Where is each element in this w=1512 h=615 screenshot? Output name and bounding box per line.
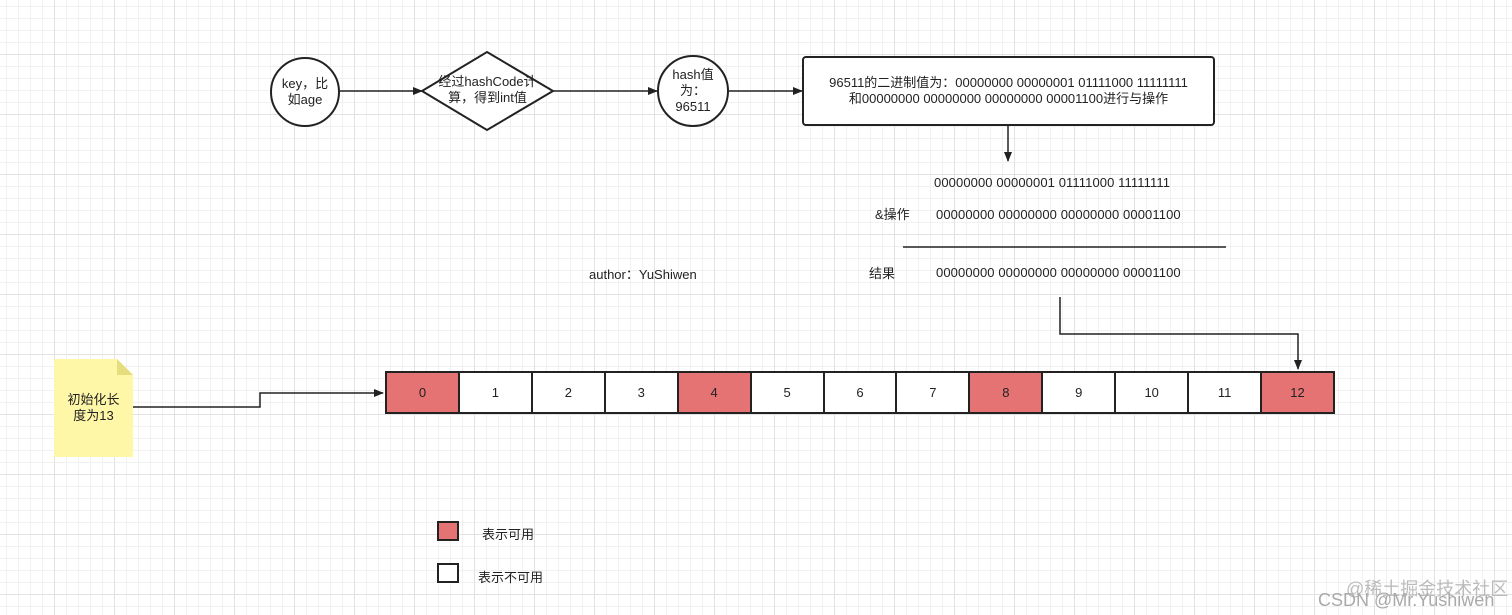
array-cell: 3 [605,373,677,412]
array-cell: 2 [532,373,604,412]
arrow-note-to-array [133,389,384,408]
watermark-line2: CSDN @Mr.Yushiwen [1318,590,1495,610]
binary-value-box: 96511的二进制值为：00000000 00000001 01111000 1… [802,56,1215,126]
key-node-line1: key，比 [281,76,329,91]
array-cell: 0 [387,373,458,412]
array-cell: 5 [751,373,823,412]
author-label: author：YuShiwen [589,267,697,282]
cell-index: 10 [1144,385,1159,400]
cell-index: 4 [710,385,718,400]
key-node: key，比 如age [270,57,340,127]
cell-index: 2 [564,385,572,400]
key-node-line2: 如age [287,92,323,107]
cell-index: 0 [418,385,427,400]
cell-index: 1 [491,385,499,400]
cell-index: 5 [783,385,791,400]
hashvalue-node-line2: 为： [679,83,706,98]
legend-available-label: 表示可用 [482,527,535,542]
cell-index: 12 [1290,385,1305,400]
cell-index: 8 [1002,385,1010,400]
array-cell: 4 [678,373,750,412]
result-label: 结果 [869,266,896,281]
hashcode-diamond [420,50,555,132]
hashcode-node: 经过hashCode计 算，得到int值 [422,74,553,106]
result-value: 00000000 00000000 00000000 00001100 [936,265,1181,280]
cell-index: 7 [929,385,937,400]
hashvalue-node-line1: hash值 [672,67,714,82]
watermark-line1: @稀土掘金技术社区 [1346,579,1509,599]
init-length-note: 初始化长 度为13 [54,359,133,457]
cell-index: 6 [856,385,864,400]
array-cell: 7 [897,373,969,412]
note-line2: 度为13 [73,408,114,423]
array-cell: 9 [1043,373,1115,412]
hashcode-node-line2: 算，得到int值 [448,90,527,105]
legend-unavailable-label: 表示不可用 [478,570,544,585]
operand-2: 00000000 00000000 00000000 00001100 [936,207,1181,222]
legend-available-swatch [437,521,459,541]
legend-unavailable-swatch [437,563,459,583]
array-cell: 10 [1116,373,1188,412]
cell-index: 9 [1075,385,1083,400]
arrow-result-to-index [1059,297,1302,370]
hashvalue-node-line3: 96511 [675,99,711,114]
array-cell: 11 [1189,373,1261,412]
hash-array: 0 1 2 3 4 5 6 7 8 9 10 11 12 [385,371,1335,414]
binary-value-line2: 和00000000 00000000 00000000 00001100进行与操… [848,91,1169,106]
note-line1: 初始化长 [67,392,120,407]
hashcode-node-line1: 经过hashCode计 [438,74,537,89]
operand-1: 00000000 00000001 01111000 11111111 [934,175,1171,190]
array-cell: 6 [824,373,896,412]
array-cell: 1 [459,373,531,412]
array-cell: 12 [1262,373,1333,412]
array-cell: 8 [970,373,1042,412]
binary-value-line1: 96511的二进制值为：00000000 00000001 01111000 1… [829,75,1188,90]
hashvalue-node: hash值 为： 96511 [657,55,729,127]
cell-index: 3 [637,385,645,400]
and-operation-label: &操作 [875,207,910,222]
cell-index: 11 [1217,385,1232,400]
